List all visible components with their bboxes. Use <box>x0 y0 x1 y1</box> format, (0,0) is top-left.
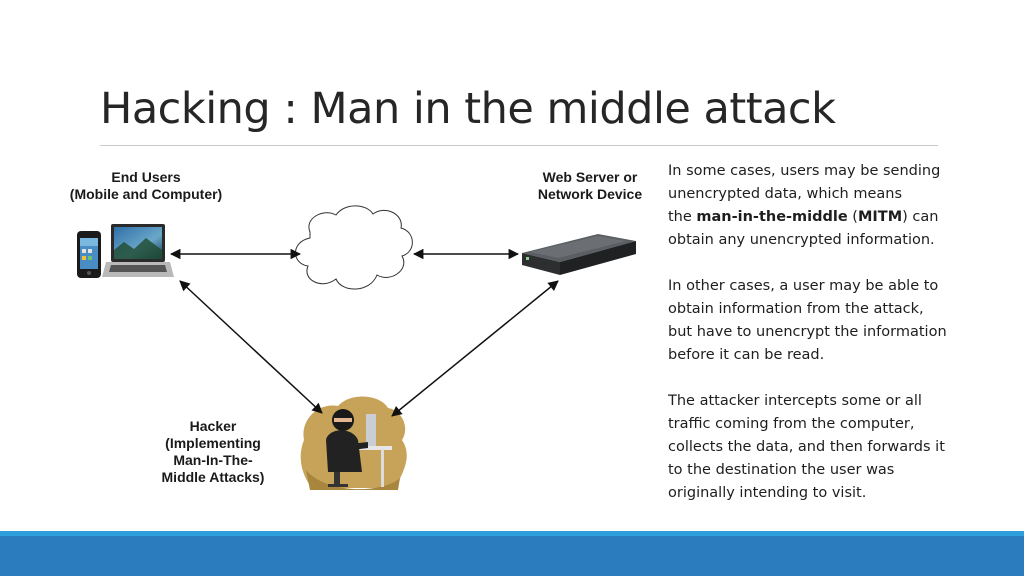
paragraph-attacker: The attacker intercepts some or all traf… <box>668 393 945 501</box>
arrow-users-hacker <box>179 280 323 414</box>
footer-bar <box>0 536 1024 576</box>
slide-title: Hacking : Man in the middle attack <box>100 84 836 134</box>
end-users-icon <box>77 224 174 278</box>
arrow-server-hacker <box>391 280 559 417</box>
end-users-label: End Users (Mobile and Computer) <box>69 169 223 202</box>
paragraph-other-cases: In other cases, a user may be able to ob… <box>668 278 947 363</box>
mitm-term: man-in-the-middle <box>696 209 848 225</box>
footer-accent-stripe <box>0 531 1024 536</box>
hacker-label: Hacker (Implementing Man-In-The- Middle … <box>161 418 265 485</box>
mitm-abbr: MITM <box>857 209 903 225</box>
server-label: Web Server or Network Device <box>537 169 643 202</box>
paragraph-unencrypted: In some cases, users may be sending unen… <box>668 163 941 248</box>
title-divider <box>100 145 938 146</box>
server-icon <box>522 234 636 275</box>
cloud-icon <box>295 205 413 290</box>
explanation-text: In some cases, users may be sending unen… <box>668 160 988 528</box>
hacker-icon <box>300 396 407 490</box>
